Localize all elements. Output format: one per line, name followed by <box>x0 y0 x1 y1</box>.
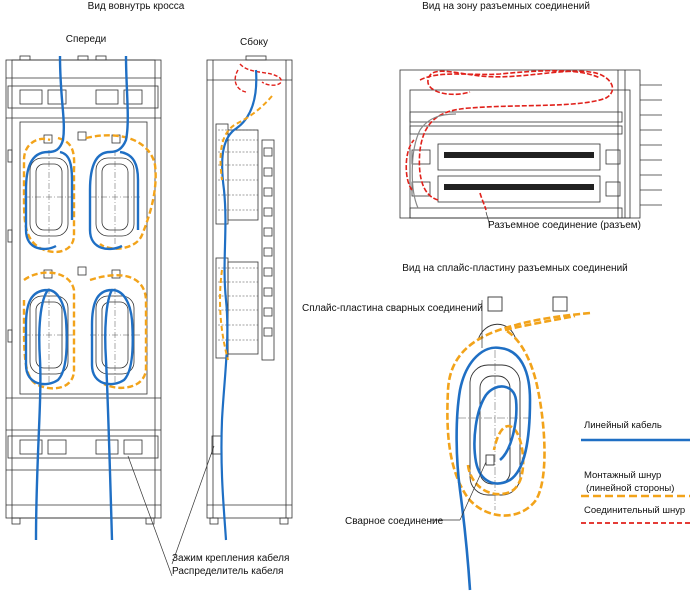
callout-welded-joint: Сварное соединение <box>345 516 444 527</box>
header-inside-view: Вид вовнутрь кросса <box>87 1 185 12</box>
callout-cable-clamp: Зажим крепления кабеля <box>172 553 290 564</box>
label-side: Сбоку <box>240 37 268 48</box>
legend-patch-cord-note: (линейной стороны) <box>586 483 675 494</box>
header-splice-plate-view: Вид на сплайс-пластину разъемных соедине… <box>402 263 628 274</box>
front-cabinet <box>5 55 162 525</box>
legend-connecting-cord: Соединительный шнур <box>584 505 686 516</box>
header-connector-zone-view: Вид на зону разъемных соединений <box>422 1 590 12</box>
legend-linear-cable: Линейный кабель <box>584 420 662 431</box>
splice-patch-cord <box>446 311 591 517</box>
callout-cable-distributor: Распределитель кабеля <box>172 566 284 577</box>
side-connecting-cords <box>234 63 282 93</box>
connector-zone-frame <box>399 69 662 219</box>
splice-line-cable <box>455 346 532 591</box>
label-front: Спереди <box>65 34 107 45</box>
side-cabinet <box>206 55 293 525</box>
legend-patch-cord: Монтажный шнур <box>584 470 662 481</box>
callout-splice-plate: Сплайс-пластина сварных соединений <box>302 303 483 314</box>
connector-zone-cords <box>405 69 614 211</box>
front-line-cables <box>24 55 140 541</box>
connector-zone-ports <box>444 152 594 190</box>
side-line-cable <box>220 69 258 541</box>
callout-leaders <box>127 211 491 577</box>
callout-connector-joint: Разъемное соединение (разъем) <box>488 220 641 231</box>
front-centerlines <box>24 150 140 382</box>
legend-swatches <box>581 438 690 524</box>
connector-zone-tray-grey <box>411 113 457 209</box>
splice-centerlines <box>458 350 532 510</box>
front-patch-cords <box>22 134 157 390</box>
side-panel-hatching <box>218 129 258 341</box>
side-patch-cord <box>219 95 273 361</box>
